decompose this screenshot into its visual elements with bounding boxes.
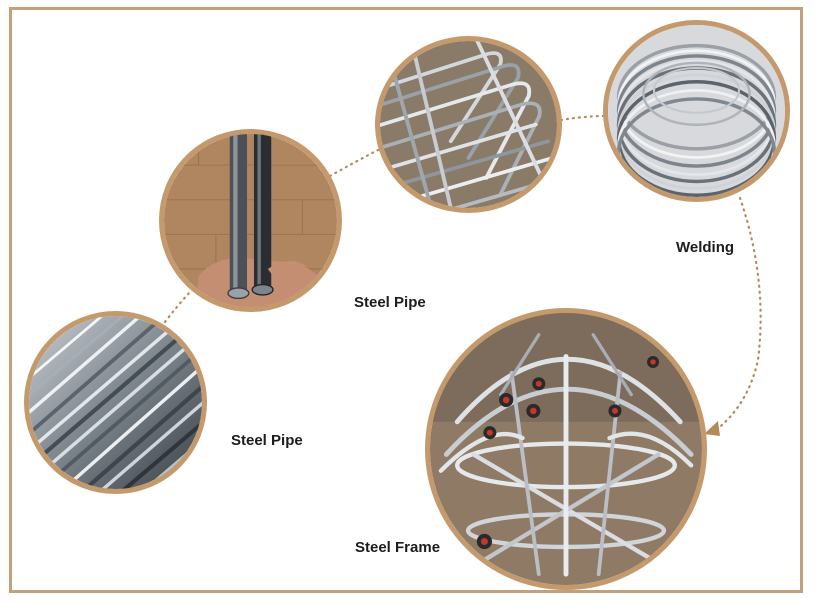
- steel-frame-photo: [425, 308, 707, 590]
- arrow-head-icon: [704, 421, 720, 436]
- label-steel-pipe-top: Steel Pipe: [354, 294, 426, 311]
- pipe-bundle-image: [29, 316, 202, 489]
- connector-rods-to-coil: [559, 114, 609, 122]
- wire-coil-photo: [603, 20, 790, 202]
- outer-frame: [9, 7, 803, 593]
- bent-rods-photo: [375, 36, 562, 213]
- steel-pipe-in-hand-photo: [159, 129, 342, 312]
- steel-frame-image: [430, 313, 702, 585]
- label-welding: Welding: [676, 239, 735, 256]
- steel-pipe-bundle-photo: [24, 311, 207, 494]
- label-steel-frame: Steel Frame: [355, 539, 441, 556]
- bent-rods-image: [380, 41, 557, 208]
- connector-pipe-to-pipe: [163, 290, 192, 324]
- pipe-in-hand-image: [164, 134, 337, 307]
- connector-pipe-to-rods: [328, 148, 380, 178]
- wire-coil-image: [608, 25, 785, 197]
- connector-coil-to-frame: [714, 196, 762, 432]
- label-steel-pipe-bottom: Steel Pipe: [231, 432, 303, 449]
